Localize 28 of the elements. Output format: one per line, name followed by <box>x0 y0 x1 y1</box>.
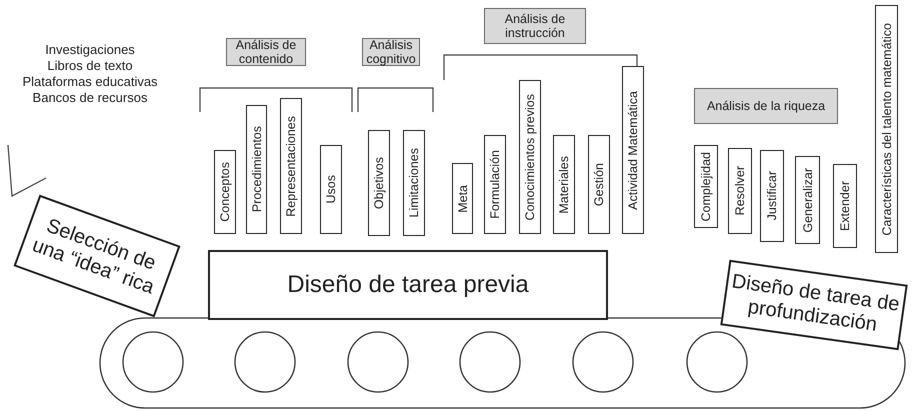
component-box: Conocimientos previos <box>519 80 541 234</box>
component-box: Usos <box>320 145 342 234</box>
component-box: Limitaciones <box>403 130 425 236</box>
component-box: Procedimientos <box>246 105 267 234</box>
component-box: Objetivos <box>368 130 390 236</box>
component-box: Meta <box>452 163 473 234</box>
analysis-header-box: Análisis de la riqueza <box>694 88 838 124</box>
component-box: Formulación <box>484 135 506 234</box>
task-design-box: Diseño de tarea previa <box>208 250 608 320</box>
source-list-item: Plataformas educativas <box>21 74 159 89</box>
component-box: Resolver <box>728 148 752 234</box>
component-box: Generalizar <box>795 156 820 244</box>
source-list-item: Bancos de recursos <box>32 90 148 105</box>
analysis-header-box: Análisis cognitivo <box>362 38 420 66</box>
analysis-header-box: Análisis de instrucción <box>484 8 586 44</box>
source-list-item: Investigaciones <box>44 42 136 57</box>
component-box: Gestión <box>588 135 610 234</box>
component-box: Justificar <box>760 150 784 242</box>
task-design-box: Diseño de tarea de profundización <box>720 260 908 350</box>
source-list-item: Libros de texto <box>46 58 134 73</box>
component-box: Materiales <box>553 135 575 234</box>
component-box: Conceptos <box>214 150 236 234</box>
analysis-header-box: Análisis de contenido <box>226 38 306 66</box>
component-box: Complejidad <box>694 145 718 228</box>
component-box: Representaciones <box>280 98 302 234</box>
component-box: Extender <box>833 164 857 248</box>
component-box: Actividad Matemática <box>622 66 644 234</box>
component-box: Características del talento matemático <box>875 5 898 253</box>
